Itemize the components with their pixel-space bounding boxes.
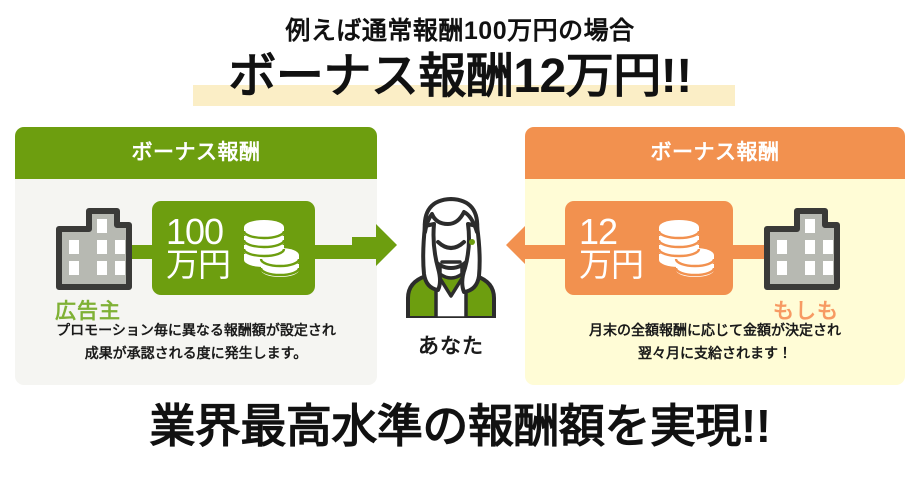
- left-panel-body: 100 万円: [15, 179, 377, 385]
- advertiser-label: 広告主: [55, 300, 121, 323]
- right-flow-row: 12 万円: [525, 179, 905, 325]
- moshimo-building-icon: [763, 207, 841, 291]
- page-title: ボーナス報酬12万円!!: [228, 50, 692, 103]
- right-caption-line1: 月末の全額報酬に応じて金額が決定され: [589, 322, 841, 338]
- left-amount-unit: 万円: [166, 246, 231, 284]
- right-caption: 月末の全額報酬に応じて金額が決定され 翌々月に支給されます！: [525, 319, 905, 365]
- header-subtitle: 例えば通常報酬100万円の場合: [285, 17, 635, 45]
- you-label: あなた: [418, 335, 484, 358]
- left-caption-line1: プロモーション毎に異なる報酬額が設定され: [56, 322, 336, 338]
- left-amount-text: 100 万円: [166, 211, 231, 284]
- advertiser-building-icon: [55, 207, 133, 291]
- moshimo-label: もしも: [773, 300, 839, 323]
- right-panel: ボーナス報酬 12 万円: [525, 127, 905, 385]
- right-amount-badge: 12 万円: [565, 201, 733, 295]
- header-title-wrap: ボーナス報酬12万円!!: [0, 50, 920, 108]
- left-coin-stack-icon: [236, 215, 302, 281]
- left-caption-line2: 成果が承認される度に発生します。: [84, 345, 308, 362]
- left-panel: ボーナス報酬 100: [15, 127, 377, 385]
- left-amount-number: 100: [166, 211, 224, 253]
- right-coin-stack-icon: [651, 215, 717, 281]
- right-panel-body: 12 万円: [525, 179, 905, 385]
- left-flow-row: 100 万円: [15, 179, 377, 325]
- footer-title: 業界最高水準の報酬額を実現!!: [149, 400, 771, 452]
- right-amount-number: 12: [579, 211, 618, 253]
- left-amount-badge: 100 万円: [152, 201, 315, 295]
- arrow-right-icon: [352, 222, 398, 268]
- right-panel-header: ボーナス報酬: [525, 127, 905, 179]
- right-amount-unit: 万円: [579, 246, 644, 284]
- title-highlight-band: [193, 85, 735, 106]
- right-amount-text: 12 万円: [579, 211, 644, 284]
- left-panel-header: ボーナス報酬: [15, 127, 377, 179]
- left-caption: プロモーション毎に異なる報酬額が設定され 成果が承認される度に発生します。: [15, 319, 377, 365]
- header: 例えば通常報酬100万円の場合 ボーナス報酬12万円!!: [0, 0, 920, 118]
- woman-avatar-icon: [398, 190, 504, 318]
- right-caption-line2: 翌々月に支給されます！: [638, 345, 792, 362]
